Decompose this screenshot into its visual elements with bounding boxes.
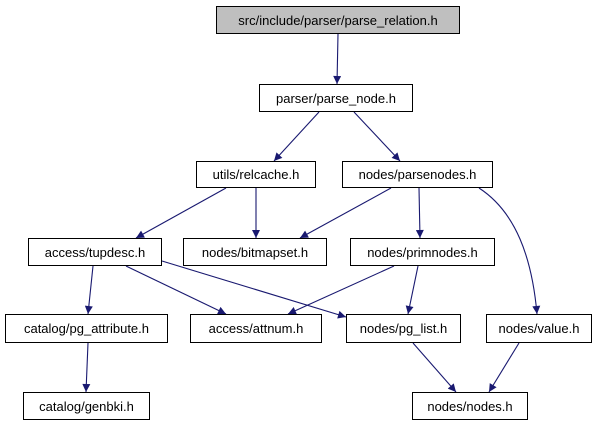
edge-tupdesc-pg_list [161,260,347,319]
edge-parse_node-parsenodes [353,111,401,162]
node-parsenodes[interactable]: nodes/parsenodes.h [342,161,493,188]
edge-tupdesc-attnum [125,265,227,315]
node-pg_list[interactable]: nodes/pg_list.h [346,314,461,343]
node-relcache[interactable]: utils/relcache.h [196,161,316,188]
edge-parsenodes-bitmapset [299,187,392,239]
node-tupdesc[interactable]: access/tupdesc.h [28,238,162,266]
node-nodes[interactable]: nodes/nodes.h [412,392,528,420]
edge-parsenodes-primnodes [415,187,424,239]
edge-primnodes-pg_list [405,265,419,315]
node-attnum[interactable]: access/attnum.h [190,314,322,343]
node-primnodes[interactable]: nodes/primnodes.h [350,238,495,266]
edge-value-nodes [488,342,520,393]
node-parse_relation: src/include/parser/parse_relation.h [216,6,460,34]
edge-parsenodes-value [478,187,541,315]
edge-tupdesc-pg_attribute [84,265,94,315]
node-pg_attribute[interactable]: catalog/pg_attribute.h [5,314,168,343]
edge-primnodes-attnum [287,265,395,315]
edge-relcache-tupdesc [135,187,227,239]
node-value[interactable]: nodes/value.h [486,314,592,343]
edge-pg_attribute-genbki [82,342,91,393]
edge-pg_list-nodes [412,342,457,393]
edge-parse_node-relcache [273,111,320,162]
node-genbki[interactable]: catalog/genbki.h [23,392,150,420]
edge-parse_relation-parse_node [333,33,342,85]
node-parse_node[interactable]: parser/parse_node.h [259,84,413,112]
node-bitmapset[interactable]: nodes/bitmapset.h [183,238,327,266]
